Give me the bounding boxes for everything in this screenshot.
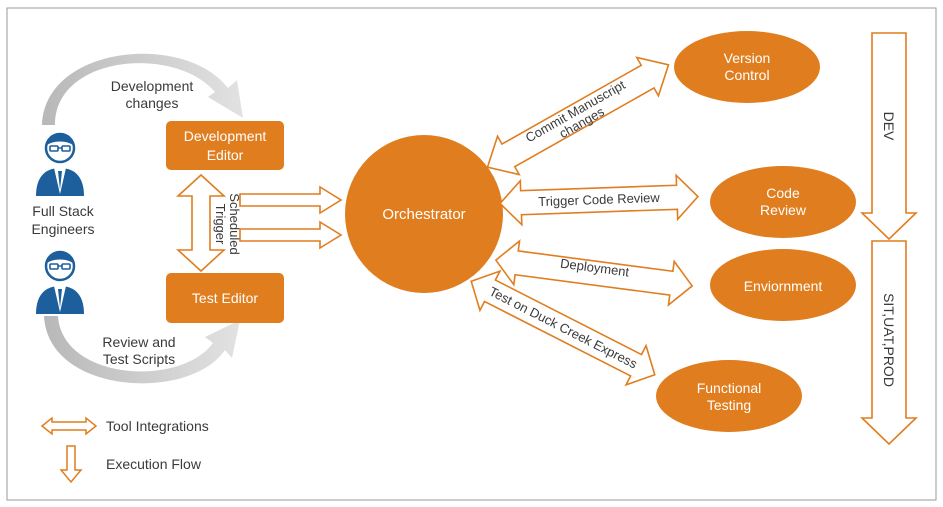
scheduled-trigger-double-arrow	[175, 173, 227, 273]
legend-tool-integrations-label: Tool Integrations	[106, 418, 209, 434]
functional-testing-label: Functional	[697, 380, 762, 396]
test-editor-to-orchestrator-arrow	[239, 220, 343, 250]
code-review-label-2: Review	[760, 202, 807, 218]
test-duck-creek-express-double-arrow	[470, 269, 656, 387]
test-duck-creek-express-label: Test on Duck Creek Express	[487, 284, 640, 372]
environment-node[interactable]	[710, 249, 856, 321]
code-review-node[interactable]	[710, 166, 856, 238]
development-editor-label: Development	[184, 128, 267, 144]
actors-label-line1: Full Stack	[32, 203, 94, 219]
review-test-scripts-label-2: Test Scripts	[103, 351, 175, 367]
legend-execution-flow-icon	[59, 445, 83, 484]
dev-stage-label: DEV	[881, 112, 897, 141]
version-control-label: Version	[724, 50, 771, 66]
review-test-scripts-label: Review and	[102, 334, 175, 350]
actors-label-line2: Engineers	[31, 221, 94, 237]
dev-editor-to-orchestrator-arrow	[239, 185, 343, 215]
development-editor-box[interactable]	[166, 121, 284, 170]
orchestrator-label: Orchestrator	[382, 206, 465, 223]
version-control-node[interactable]	[674, 31, 820, 103]
development-changes-curve-arrow	[42, 53, 243, 126]
sit-uat-prod-stage-label: SIT,UAT,PROD	[881, 293, 897, 387]
legend-execution-flow-label: Execution Flow	[106, 456, 202, 472]
orchestrator-node[interactable]	[345, 135, 503, 293]
legend-tool-integration-icon	[40, 416, 98, 436]
code-review-label: Code	[766, 185, 800, 201]
development-changes-label: Development	[111, 78, 194, 94]
trigger-code-review-label: Trigger Code Review	[538, 190, 661, 209]
functional-testing-label-2: Testing	[707, 397, 751, 413]
engineer-person-icon	[36, 250, 84, 314]
scheduled-trigger-label: Scheduled	[227, 193, 242, 254]
functional-testing-node[interactable]	[656, 360, 802, 432]
review-test-scripts-curve-arrow	[44, 316, 240, 384]
deployment-double-arrow	[494, 239, 694, 307]
outer-frame	[6, 7, 937, 501]
test-editor-box[interactable]	[166, 273, 284, 323]
dev-stage-arrow	[860, 32, 918, 241]
engineer-person-icon	[36, 132, 84, 196]
sit-uat-prod-stage-arrow	[860, 240, 918, 446]
test-editor-label: Test Editor	[192, 290, 258, 306]
scheduled-trigger-label-2: Trigger	[213, 204, 228, 245]
development-changes-label-2: changes	[126, 95, 179, 111]
commit-manuscript-double-arrow	[486, 56, 670, 176]
development-editor-label-2: Editor	[207, 147, 244, 163]
environment-label: Enviornment	[744, 278, 823, 294]
trigger-code-review-double-arrow	[498, 173, 700, 227]
version-control-label-2: Control	[724, 67, 769, 83]
